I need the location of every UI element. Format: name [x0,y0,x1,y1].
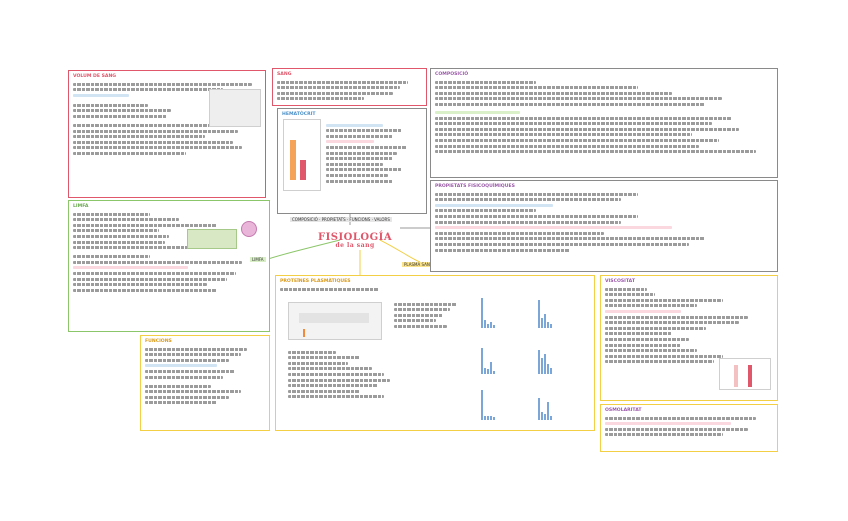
summary-bar: COMPOSICIÓ · PROPIETATS · FUNCIONS · VAL… [290,217,392,222]
vessel-illustration [187,229,237,249]
tube-illustration [209,89,261,127]
section-title: HEMATÒCRIT [282,112,316,117]
blood-definition-section: SANG [272,68,427,106]
protein-chart-2 [538,296,552,328]
section-title: PROPIETATS FISICOQUÍMIQUES [435,184,515,189]
viscosity-section: VISCOSITAT [600,275,778,401]
protein-chart-6 [538,388,552,420]
tube-diagram [283,119,321,191]
central-subtitle: de la sang [335,242,375,249]
section-title: SANG [277,72,292,77]
section-title: PROTEÏNES PLASMÀTIQUES [280,279,351,284]
section-title: LIMFA [73,204,89,209]
central-topic: FISIOLOGÍA de la sang [318,232,392,250]
protein-chart-3 [481,342,495,374]
blood-volume-section: VOLUM DE SANG [68,70,266,198]
physicochemical-section: PROPIETATS FISICOQUÍMIQUES [430,180,778,272]
section-title: VOLUM DE SANG [73,74,117,79]
plasma-tag: PLASMA SANGUINI [402,262,444,267]
protein-chart-4 [538,342,552,374]
viscosity-tubes [719,358,771,390]
section-title: COMPOSICIÓ [435,72,469,77]
lymph-tag: LIMFA [250,257,266,262]
protein-chart-1 [481,296,495,328]
section-title: VISCOSITAT [605,279,635,284]
functions-section: FUNCIONS [140,335,270,431]
electrophoresis-strip [288,302,382,340]
lymph-section: LIMFA [68,200,270,332]
osmolarity-section: OSMOLARITAT [600,404,778,452]
composition-section: COMPOSICIÓ [430,68,778,178]
section-title: FUNCIONS [145,339,172,344]
section-title: OSMOLARITAT [605,408,642,413]
plasma-proteins-section: PROTEÏNES PLASMÀTIQUES [275,275,595,431]
central-title: FISIOLOGÍA [318,232,393,243]
hematocrit-section: HEMATÒCRIT [277,108,427,214]
protein-chart-5 [481,388,495,420]
cell-illustration [241,221,257,237]
